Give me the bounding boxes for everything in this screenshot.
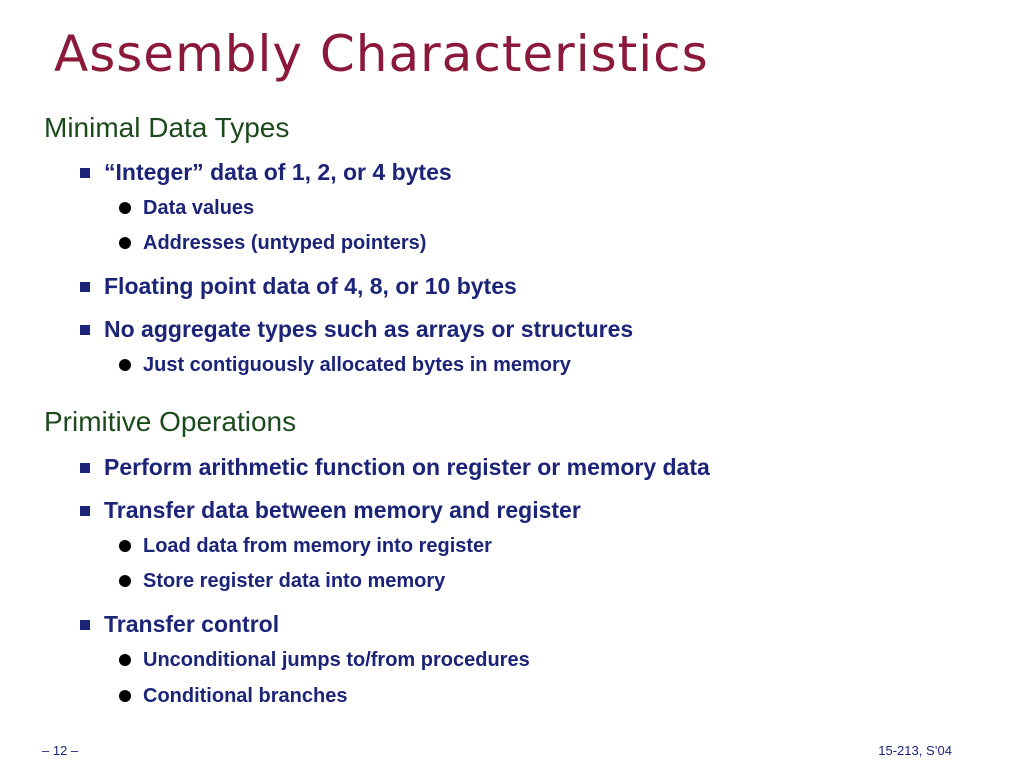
subbullet-store-register: Store register data into memory [143,570,446,592]
square-bullet-icon [80,620,90,630]
bullet-transfer-control: Transfer control [104,611,280,637]
round-bullet-icon [119,575,131,587]
round-bullet-icon [119,654,131,666]
section-heading-minimal-data-types: Minimal Data Types [44,112,290,143]
square-bullet-icon [80,282,90,292]
slide-title: Assembly Characteristics [54,25,709,83]
subbullet-addresses: Addresses (untyped pointers) [143,232,427,254]
bullet-no-aggregate-types: No aggregate types such as arrays or str… [104,316,634,342]
square-bullet-icon [80,325,90,335]
round-bullet-icon [119,202,131,214]
square-bullet-icon [80,168,90,178]
bullet-integer-data: “Integer” data of 1, 2, or 4 bytes [104,159,452,185]
round-bullet-icon [119,540,131,552]
square-bullet-icon [80,506,90,516]
page-number: – 12 – [42,743,79,758]
subbullet-data-values: Data values [143,197,255,219]
course-label: 15-213, S’04 [878,743,952,758]
square-bullet-icon [80,463,90,473]
bullet-floating-point-data: Floating point data of 4, 8, or 10 bytes [104,273,517,299]
round-bullet-icon [119,359,131,371]
round-bullet-icon [119,237,131,249]
section-heading-primitive-operations: Primitive Operations [44,406,297,437]
round-bullet-icon [119,690,131,702]
subbullet-conditional-branches: Conditional branches [143,685,348,707]
subbullet-contiguous-bytes: Just contiguously allocated bytes in mem… [143,354,571,376]
subbullet-load-data: Load data from memory into register [143,535,492,557]
subbullet-unconditional-jumps: Unconditional jumps to/from procedures [143,649,530,671]
bullet-transfer-data: Transfer data between memory and registe… [104,497,581,523]
bullet-perform-arithmetic: Perform arithmetic function on register … [104,454,710,480]
